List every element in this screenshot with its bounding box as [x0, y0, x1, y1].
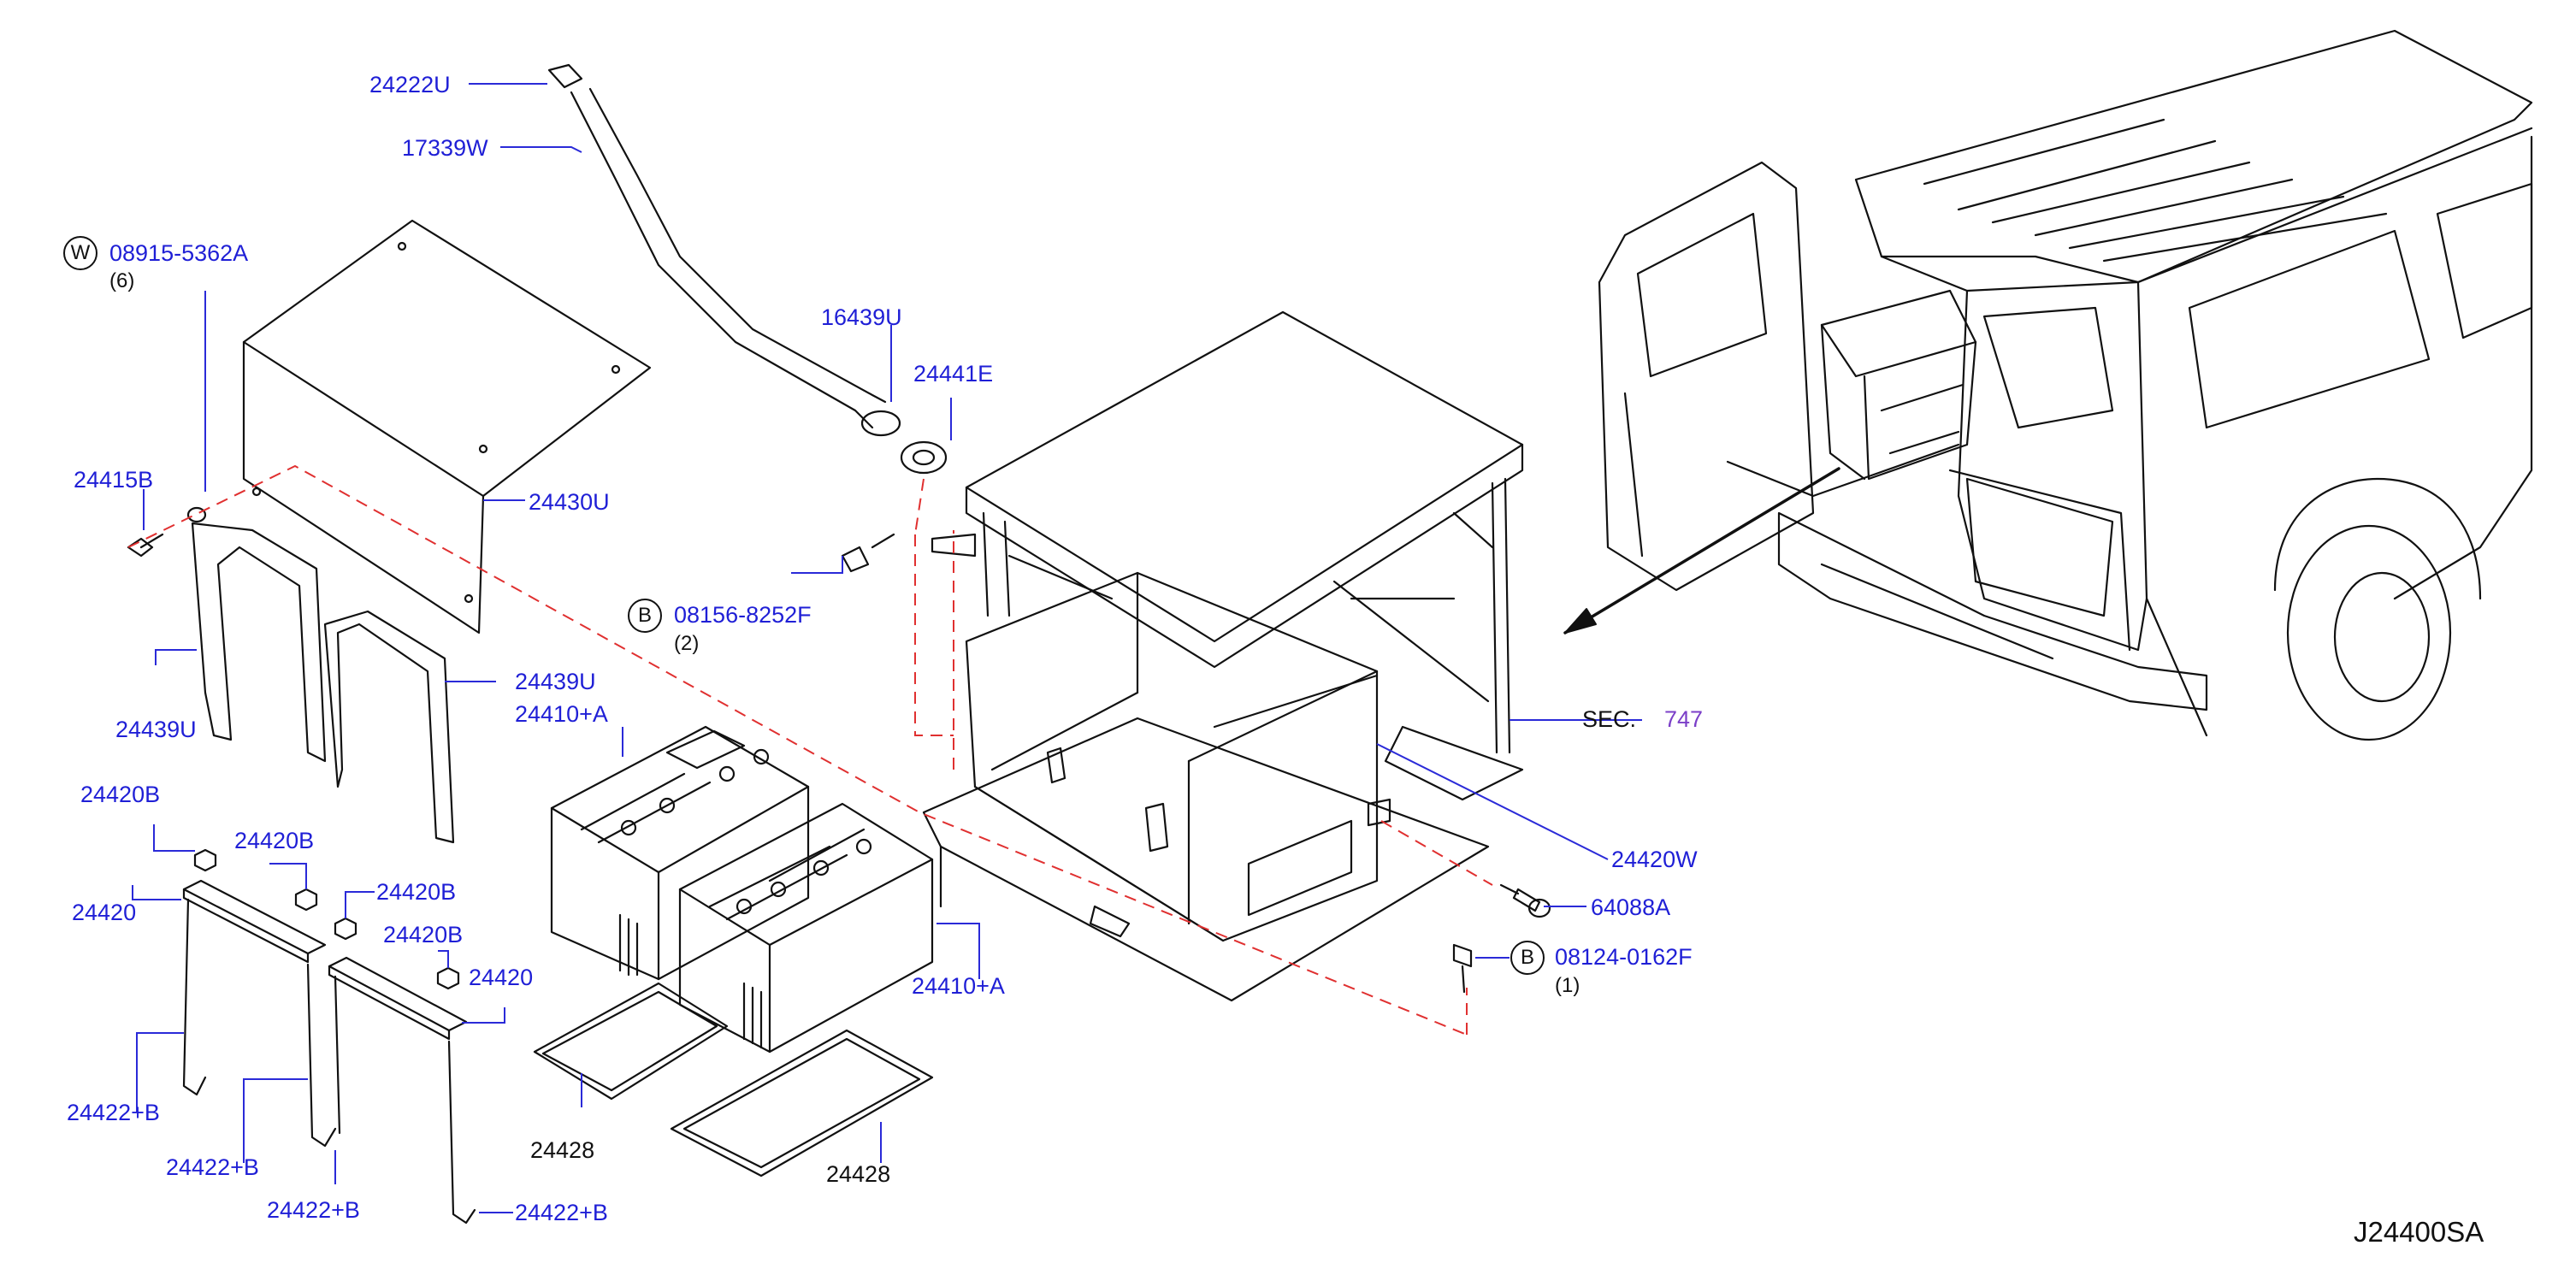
bolt-24415B [127, 506, 207, 558]
mats [533, 982, 934, 1178]
symbol-b-lower: B [1510, 941, 1545, 975]
label-24422B-3[interactable]: 24422+B [267, 1197, 360, 1223]
label-24439U-left[interactable]: 24439U [115, 717, 197, 742]
label-24420B-1[interactable]: 24420B [80, 782, 161, 807]
label-64088A[interactable]: 64088A [1591, 894, 1671, 920]
straps [191, 522, 455, 844]
cover-plate [242, 219, 652, 634]
label-08156-8252F[interactable]: 08156-8252F [674, 602, 812, 628]
label-24420B-4[interactable]: 24420B [383, 922, 464, 947]
label-sec-747[interactable]: 747 [1664, 706, 1704, 732]
battery-left [550, 725, 810, 981]
bolts-right [841, 533, 1551, 994]
label-24422B-2[interactable]: 24422+B [166, 1154, 259, 1180]
label-24420B-3[interactable]: 24420B [376, 879, 457, 905]
label-08124-0162F[interactable]: 08124-0162F [1555, 944, 1693, 970]
label-24420W[interactable]: 24420W [1611, 847, 1698, 872]
label-24415B[interactable]: 24415B [74, 467, 154, 493]
label-08915-5362A[interactable]: 08915-5362A [109, 240, 249, 266]
symbol-b-upper: B [628, 599, 662, 633]
drawing-code: J24400SA [2354, 1216, 2484, 1248]
label-24428-right[interactable]: 24428 [826, 1161, 891, 1187]
battery-right [678, 802, 934, 1054]
label-24439U-right[interactable]: 24439U [515, 669, 596, 694]
label-24410A-bottom[interactable]: 24410+A [912, 973, 1005, 999]
quantity-2: (2) [674, 632, 700, 655]
quantity-1: (1) [1555, 974, 1580, 997]
quantity-6: (6) [109, 269, 135, 292]
label-24428-left[interactable]: 24428 [530, 1137, 595, 1163]
battery-frame [922, 310, 1524, 1002]
symbol-w: W [63, 236, 97, 270]
label-16439U[interactable]: 16439U [821, 304, 902, 330]
hold-downs [182, 848, 476, 1225]
label-24430U[interactable]: 24430U [529, 489, 610, 515]
label-24420-left[interactable]: 24420 [72, 900, 137, 925]
label-24441E[interactable]: 24441E [913, 361, 994, 387]
hose-assembly [547, 63, 948, 475]
label-24420-right[interactable]: 24420 [469, 965, 534, 990]
vehicle-outline [1563, 29, 2533, 741]
label-24420B-2[interactable]: 24420B [234, 828, 315, 853]
label-24222U[interactable]: 24222U [369, 72, 451, 97]
label-24410A-top[interactable]: 24410+A [515, 701, 608, 727]
label-sec-prefix: SEC. [1582, 706, 1637, 732]
label-24422B-4[interactable]: 24422+B [515, 1200, 608, 1225]
label-24422B-1[interactable]: 24422+B [67, 1100, 160, 1125]
label-17339W[interactable]: 17339W [402, 135, 488, 161]
